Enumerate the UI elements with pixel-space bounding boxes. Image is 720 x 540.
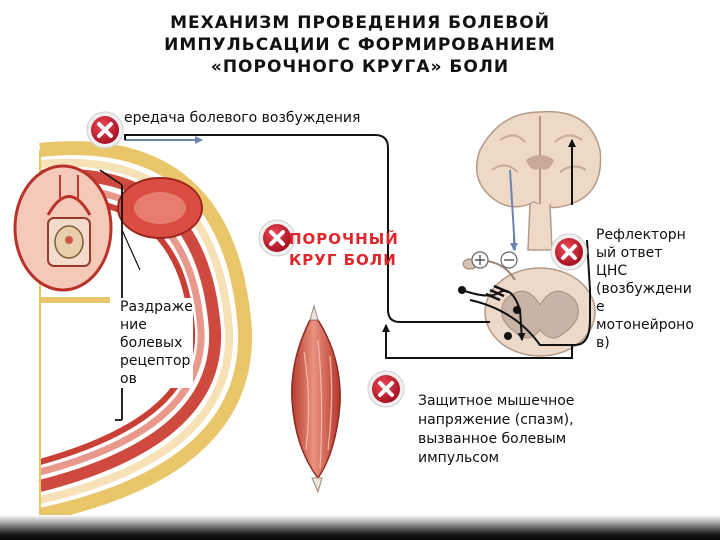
- reflex-line: в): [596, 334, 694, 352]
- protective-line: вызванное болевым: [418, 430, 574, 449]
- irritation-label: Раздраже ние болевых рецептор ов: [120, 298, 193, 388]
- irritation-line: рецептор: [120, 352, 193, 370]
- bottom-bar: [0, 515, 720, 540]
- reflex-line: (возбуждени: [596, 280, 694, 298]
- close-icon[interactable]: [550, 233, 588, 271]
- protective-line: Защитное мышечное: [418, 392, 574, 411]
- reflex-line: Рефлекторн: [596, 226, 694, 244]
- brain-illustration: [477, 112, 601, 250]
- vicious-circle-line-2: КРУГ БОЛИ: [289, 250, 399, 271]
- reflex-line: ЦНС: [596, 262, 694, 280]
- vicious-circle-line-1: ПОРОЧНЫЙ: [289, 229, 399, 250]
- reflex-line: мотонейроно: [596, 316, 694, 334]
- reflex-line: е: [596, 298, 694, 316]
- protective-spasm-label: Защитное мышечное напряжение (спазм), вы…: [418, 392, 574, 468]
- irritation-line: Раздраже: [120, 298, 193, 316]
- irritation-line: болевых: [120, 334, 193, 352]
- transmission-label: ередача болевого возбуждения: [124, 109, 362, 127]
- vicious-circle-label: ПОРОЧНЫЙ КРУГ БОЛИ: [289, 229, 399, 271]
- protective-line: импульсом: [418, 449, 574, 468]
- reflex-label: Рефлекторн ый ответ ЦНС (возбуждени е мо…: [596, 226, 694, 352]
- protective-line: напряжение (спазм),: [418, 411, 574, 430]
- close-icon[interactable]: [86, 111, 124, 149]
- spinal-cord-section: [463, 259, 595, 356]
- irritation-line: ов: [120, 370, 193, 388]
- reflex-line: ый ответ: [596, 244, 694, 262]
- muscle-illustration: [292, 306, 340, 492]
- irritation-line: ние: [120, 316, 193, 334]
- close-icon[interactable]: [367, 370, 405, 408]
